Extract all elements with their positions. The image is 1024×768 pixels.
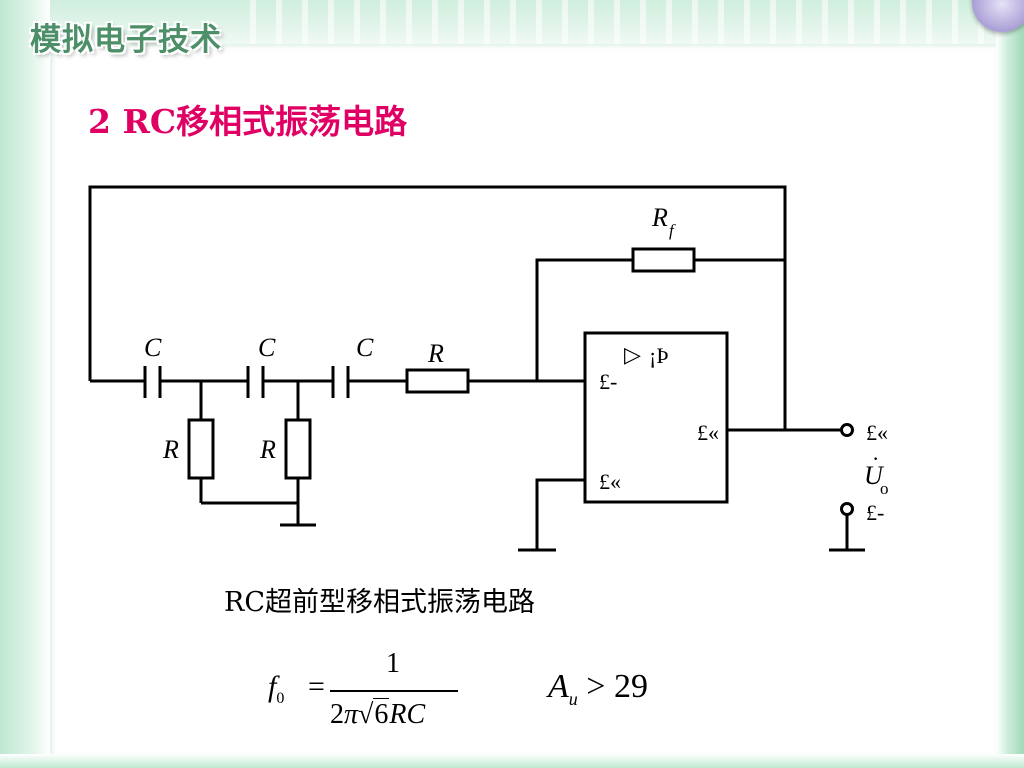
output-voltage-label: U xyxy=(864,461,885,490)
label-rf: R xyxy=(651,203,668,232)
den-pi: π xyxy=(344,699,359,730)
formula-f-symbol: f xyxy=(268,670,277,703)
opamp-inverting-label: £- xyxy=(599,369,617,394)
content-panel xyxy=(50,44,996,754)
resistor-r-series xyxy=(405,368,470,394)
formula-f0-lhs: f0 xyxy=(268,670,284,708)
opamp-block xyxy=(583,331,729,504)
label-r2: R xyxy=(259,435,276,464)
left-frame-band xyxy=(0,0,50,768)
opamp-gain-label: ¡Þ xyxy=(649,343,669,368)
gain-subscript: u xyxy=(568,688,578,709)
capacitor-c3 xyxy=(331,366,350,398)
course-title-logo: 模拟电子技术 xyxy=(30,22,222,58)
opamp-triangle-icon: ▷ xyxy=(624,342,641,367)
label-c1: C xyxy=(144,333,162,362)
right-frame-band xyxy=(996,0,1024,768)
resistor-r1 xyxy=(187,418,215,480)
frequency-formula: f0 = 1 2π√6RC xyxy=(268,648,468,738)
gain-condition: Au > 29 xyxy=(548,668,648,710)
den-prefix: 2 xyxy=(330,699,344,730)
opamp-output-label: £« xyxy=(697,420,719,445)
bottom-frame-band xyxy=(0,754,1024,768)
formula-numerator: 1 xyxy=(386,648,400,679)
circuit-caption: RC超前型移相式振荡电路 xyxy=(224,587,535,618)
gain-symbol: A xyxy=(548,668,569,705)
label-rf-sub: f xyxy=(669,221,676,240)
output-terminal-minus xyxy=(840,502,854,516)
opamp-noninverting-label: £« xyxy=(599,469,621,494)
den-radicand: 6 xyxy=(373,698,390,730)
terminal-minus-label: £- xyxy=(866,500,884,525)
gain-relation: > 29 xyxy=(586,668,648,705)
formula-denominator: 2π√6RC xyxy=(330,698,425,731)
capacitor-c2 xyxy=(246,366,265,398)
output-voltage-sub: o xyxy=(880,479,889,498)
den-rc: RC xyxy=(389,699,426,730)
label-r1: R xyxy=(162,435,179,464)
output-terminal-plus xyxy=(840,423,854,437)
formula-equals: = xyxy=(308,670,325,703)
resistor-r2 xyxy=(284,418,312,480)
top-stripes-decoration xyxy=(250,0,990,44)
label-c2: C xyxy=(258,333,276,362)
formula-f-subscript: 0 xyxy=(276,690,285,707)
circuit-wires xyxy=(88,185,865,552)
output-voltage-dot: · xyxy=(872,446,879,471)
fraction-bar xyxy=(330,690,458,692)
terminal-plus-label: £« xyxy=(866,420,888,445)
slide-title: 2 RC移相式振荡电路 xyxy=(88,102,408,141)
den-radical-sign: √ xyxy=(358,699,374,730)
label-r-series: R xyxy=(427,339,444,368)
label-c3: C xyxy=(356,333,374,362)
capacitor-c1 xyxy=(143,366,162,398)
resistor-rf xyxy=(631,247,696,273)
